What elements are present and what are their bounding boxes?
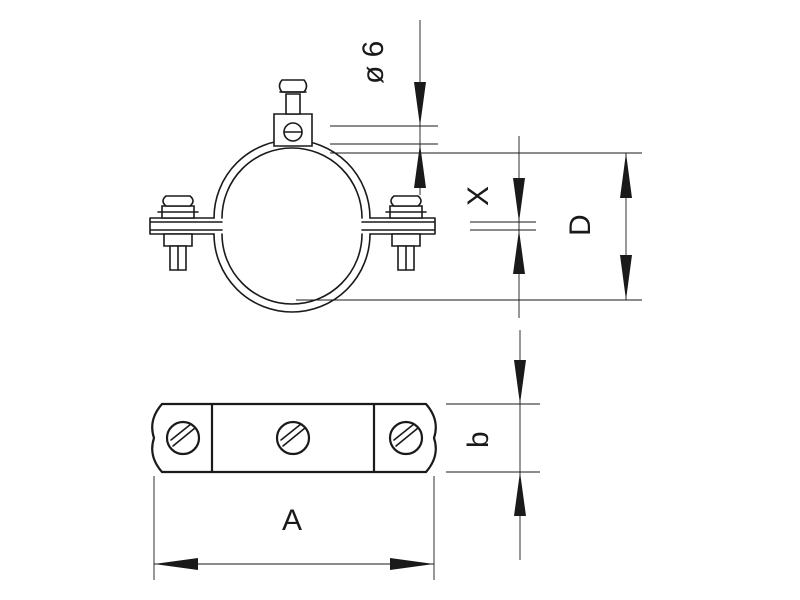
plate-outline <box>151 402 437 474</box>
right-bolt <box>385 195 427 271</box>
label-length: A <box>282 504 302 537</box>
dim-width: b <box>446 330 540 560</box>
dim-length: A <box>153 476 435 580</box>
top-connector-screw <box>273 79 313 147</box>
left-screw-head <box>165 420 201 456</box>
clamp-outer-band-lower <box>213 233 371 313</box>
right-flange <box>361 217 436 235</box>
label-screw-diameter: ø 6 <box>357 41 390 84</box>
left-bolt <box>157 195 199 271</box>
right-screw-head <box>388 420 424 456</box>
clamp-outer-band <box>213 139 371 219</box>
clamp-inner-band <box>221 147 363 219</box>
left-flange <box>149 217 223 235</box>
clamp-front-view <box>149 79 436 313</box>
clamp-plan-view <box>151 402 437 474</box>
center-screw-head <box>275 420 311 456</box>
clamp-inner-band-lower <box>221 233 363 305</box>
dim-offset: X <box>462 136 536 318</box>
dim-screw-diameter: ø 6 <box>330 20 438 195</box>
label-offset: X <box>462 186 495 206</box>
dim-diameter: D <box>564 153 632 300</box>
label-width: b <box>462 431 495 448</box>
label-diameter: D <box>564 214 597 236</box>
